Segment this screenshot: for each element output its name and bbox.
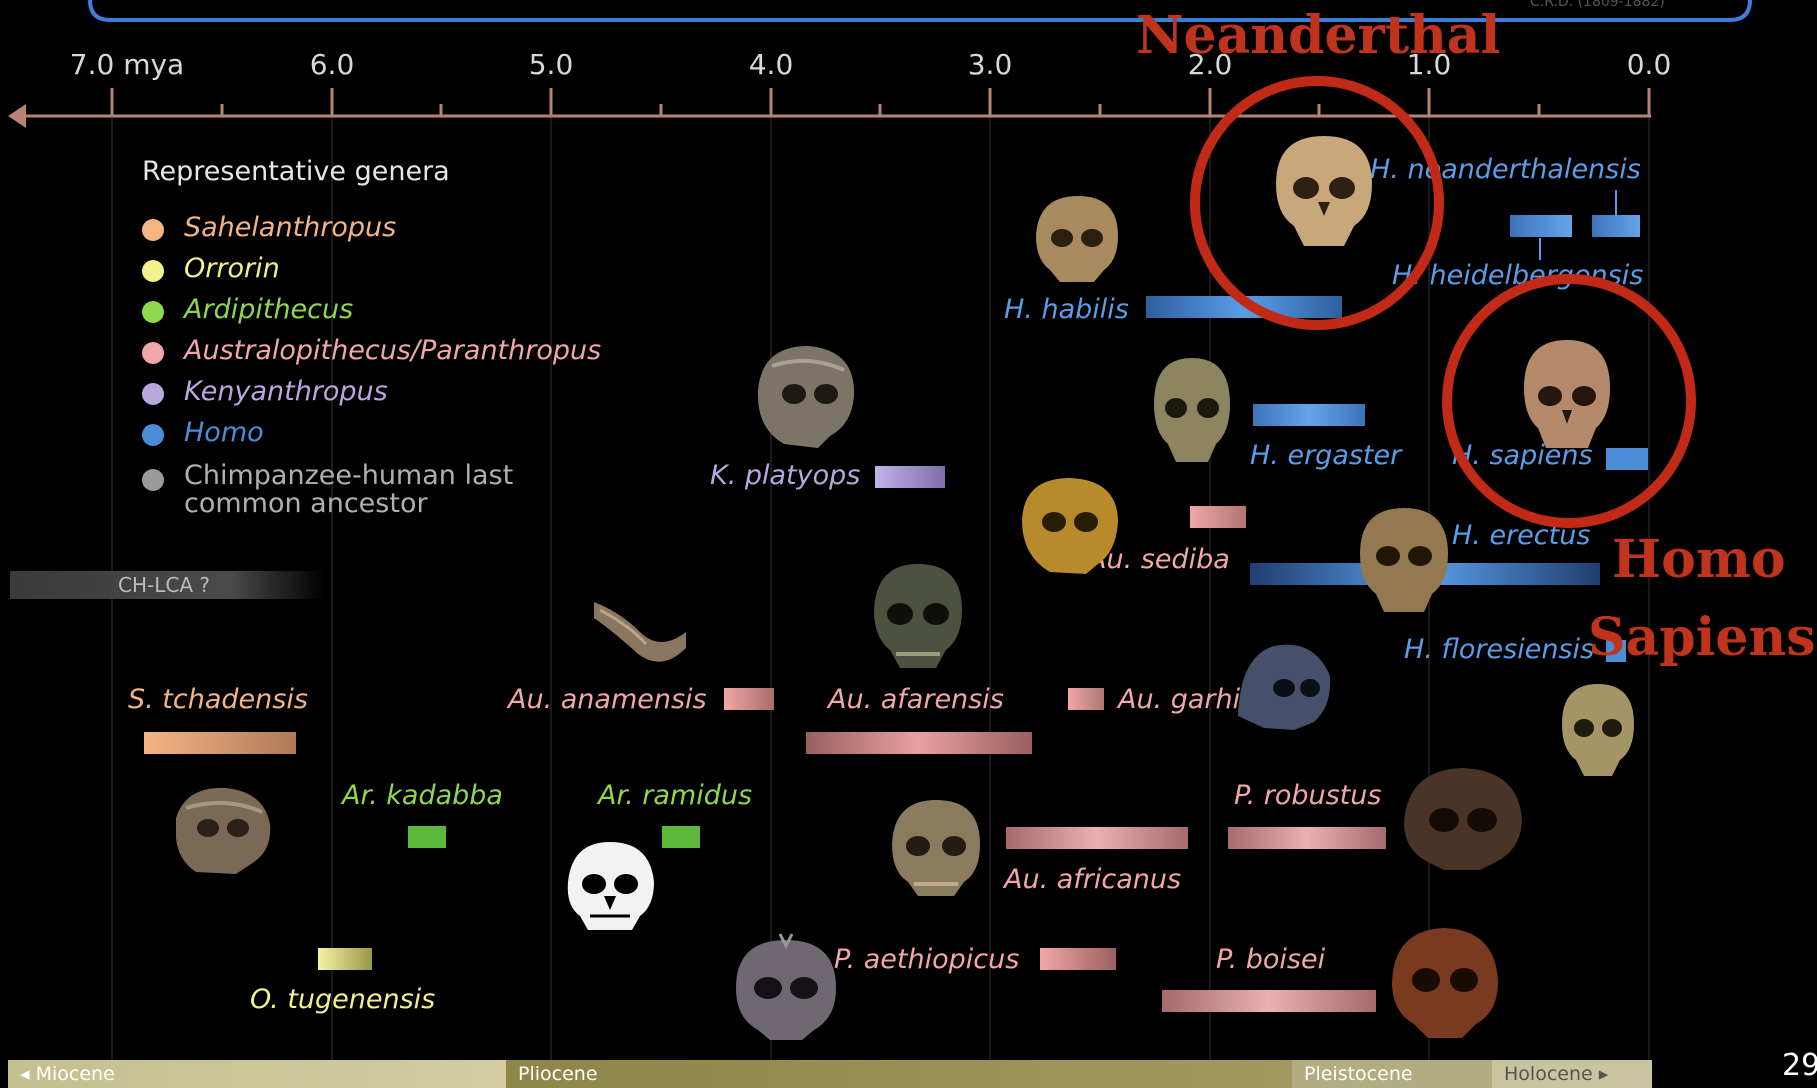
axis-tick-label-6: 6.0	[310, 48, 355, 81]
label-ar-ramidus: Ar. ramidus	[598, 780, 752, 811]
label-h-floresiensis: H. floresiensis	[1404, 634, 1594, 665]
legend-title: Representative genera	[142, 156, 450, 187]
skull-p-boisei-image	[1386, 922, 1504, 1040]
bar-au-anamensis	[724, 688, 774, 710]
axis-tick-label-0: 0.0	[1627, 48, 1672, 81]
bar-h-ergaster	[1253, 404, 1365, 426]
bar-ar-kadabba	[408, 826, 446, 848]
skull-ar-ramidus-image	[560, 836, 660, 932]
label-au-afarensis: Au. afarensis	[828, 684, 1004, 715]
neanderthal-annotation: Neanderthal	[1136, 10, 1500, 62]
epoch-pliocene: Pliocene	[506, 1060, 1292, 1088]
skull-k-platyops-image	[748, 340, 862, 450]
legend-label: Homo	[184, 417, 264, 448]
legend-item: Homo	[142, 417, 264, 448]
skull-h-floresiensis-image	[1556, 678, 1640, 778]
bar-p-aethiopicus	[1040, 948, 1116, 970]
skull-p-robustus-image	[1398, 762, 1528, 872]
legend-item: Sahelanthropus	[142, 212, 396, 243]
label-s-tchadensis: S. tchadensis	[128, 684, 308, 715]
legend-label: Australopithecus/Paranthropus	[184, 335, 601, 366]
legend-swatch	[142, 342, 164, 364]
skull-au-garhi-image	[1234, 636, 1334, 732]
epoch-pleistocene: Pleistocene	[1292, 1060, 1492, 1088]
legend-item: Ardipithecus	[142, 294, 353, 325]
legend-item: Orrorin	[142, 253, 280, 284]
bar-k-platyops	[875, 466, 945, 488]
axis-tick-label-4: 4.0	[749, 48, 794, 81]
legend-swatch	[142, 219, 164, 241]
bar-au-afarensis	[806, 732, 1032, 754]
axis-tick-label-7mya: 7.0 mya	[70, 48, 184, 81]
sapiens-annotation: Sapiens	[1588, 612, 1816, 664]
legend-item: Chimpanzee-human last common ancestor	[142, 462, 514, 518]
bar-au-africanus	[1006, 827, 1188, 849]
skull-au-africanus-image	[884, 794, 988, 898]
neanderthal-highlight-circle	[1190, 76, 1444, 330]
legend-label: Chimpanzee-human last common ancestor	[184, 462, 514, 518]
label-p-boisei: P. boisei	[1216, 944, 1325, 975]
homo-annotation: Homo	[1612, 534, 1786, 586]
legend-swatch	[142, 383, 164, 405]
legend-swatch	[142, 469, 164, 491]
legend-label: Orrorin	[184, 253, 280, 284]
legend-item: Australopithecus/Paranthropus	[142, 335, 601, 366]
label-au-anamensis: Au. anamensis	[508, 684, 707, 715]
legend-swatch	[142, 260, 164, 282]
skull-h-erectus-image	[1354, 502, 1454, 614]
legend-item: Kenyanthropus	[142, 376, 388, 407]
label-au-africanus: Au. africanus	[1004, 864, 1181, 895]
skull-p-aethiopicus-image	[728, 932, 844, 1042]
epoch-miocene: ◂ Miocene	[8, 1060, 506, 1088]
bar-p-robustus	[1228, 827, 1386, 849]
legend-label: Ardipithecus	[184, 294, 353, 325]
label-ar-kadabba: Ar. kadabba	[342, 780, 503, 811]
bar-au-sediba	[1190, 506, 1246, 528]
ch-lca-label: CH-LCA ?	[118, 573, 210, 597]
bar-p-boisei	[1162, 990, 1376, 1012]
label-au-garhi: Au. garhi	[1118, 684, 1240, 715]
legend-label: Kenyanthropus	[184, 376, 388, 407]
skull-au-afarensis-image	[866, 558, 970, 670]
skull-au-sediba-image	[1014, 472, 1124, 576]
skull-h-ergaster-image	[1148, 352, 1236, 464]
axis-tick-label-5: 5.0	[529, 48, 574, 81]
bar-au-garhi	[1068, 688, 1104, 710]
heidelbergensis-connector	[1530, 180, 1650, 270]
skull-h-habilis-image	[1030, 190, 1124, 284]
homo-sapiens-highlight-circle	[1442, 274, 1696, 528]
label-p-aethiopicus: P. aethiopicus	[834, 944, 1019, 975]
page-number: 29	[1782, 1048, 1817, 1083]
label-o-tugenensis: O. tugenensis	[250, 984, 435, 1015]
legend-swatch	[142, 424, 164, 446]
bar-s-tchadensis	[144, 732, 296, 754]
label-h-ergaster: H. ergaster	[1250, 440, 1401, 471]
bar-o-tugenensis	[318, 948, 372, 970]
legend-label: Sahelanthropus	[184, 212, 396, 243]
bar-ar-ramidus	[662, 826, 700, 848]
epoch-holocene: Holocene ▸	[1492, 1060, 1652, 1088]
label-p-robustus: P. robustus	[1234, 780, 1381, 811]
axis-tick-label-3: 3.0	[968, 48, 1013, 81]
label-k-platyops: K. platyops	[710, 460, 860, 491]
legend-swatch	[142, 301, 164, 323]
jaw-au-anamensis-image	[590, 592, 690, 672]
skull-s-tchadensis-image	[166, 778, 276, 878]
label-h-habilis: H. habilis	[1004, 294, 1129, 325]
